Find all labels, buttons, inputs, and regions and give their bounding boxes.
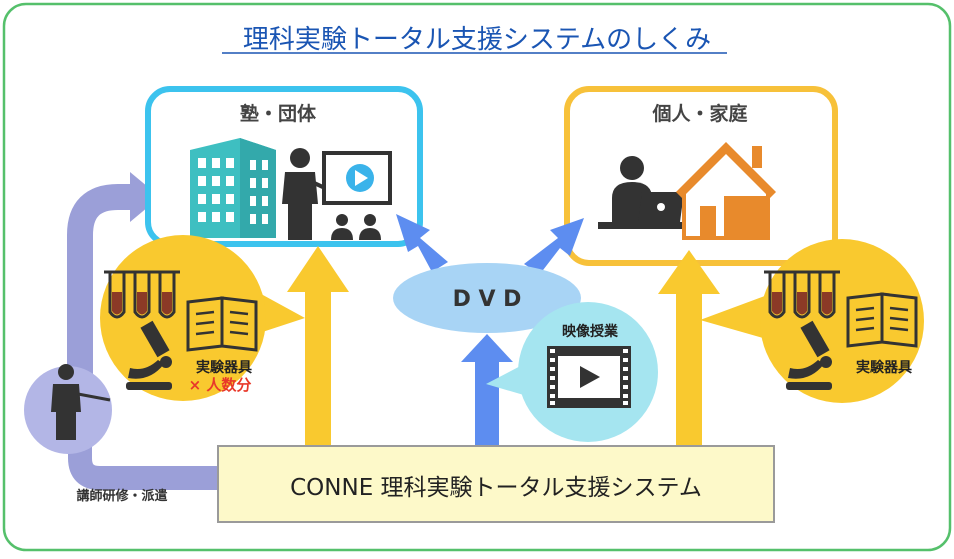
microscope-icon-right (786, 320, 832, 390)
dvd-label: D V D (453, 287, 522, 312)
dvd-to-home-arrow (524, 218, 584, 274)
teacher-icon (282, 148, 341, 240)
juku-label: 塾・団体 (240, 102, 317, 125)
test-tube-liquid-right (772, 292, 832, 315)
instructor-label: 講師研修・派遣 (76, 488, 167, 504)
home-label: 個人・家庭 (651, 102, 747, 125)
building-icon (190, 138, 276, 238)
test-tube-icon (104, 270, 180, 319)
left-kit-label: 実験器具 (196, 359, 252, 376)
laptop-person-icon (598, 156, 690, 229)
instructor-icon (51, 364, 111, 440)
dvd-to-juku-arrow (396, 214, 448, 272)
test-tube-icon-right (764, 270, 840, 319)
microscope-icon (126, 320, 172, 390)
right-kit-label: 実験器具 (856, 359, 912, 376)
video-label: 映像授業 (562, 323, 619, 340)
system-label: CONNE 理科実験トータル支援システム (290, 475, 702, 501)
left-kit-quantity: × 人数分 (189, 376, 252, 394)
house-icon (676, 142, 776, 240)
system-box (217, 445, 775, 523)
film-play-icon (547, 346, 631, 408)
home-supply-arrow (658, 250, 720, 446)
book-icon (186, 296, 258, 352)
dvd-ellipse (393, 263, 581, 333)
diagram-title: 理科実験トータル支援システムのしくみ (243, 25, 711, 55)
audience-icon (331, 214, 381, 240)
right-kit-bubble (700, 239, 924, 403)
system-to-dvd-arrow (461, 334, 513, 446)
juku-supply-arrow (287, 246, 349, 446)
left-kit-bubble (100, 235, 305, 401)
book-icon-right (846, 292, 918, 348)
test-tube-liquid (112, 292, 172, 315)
screen-play-icon (322, 151, 392, 205)
